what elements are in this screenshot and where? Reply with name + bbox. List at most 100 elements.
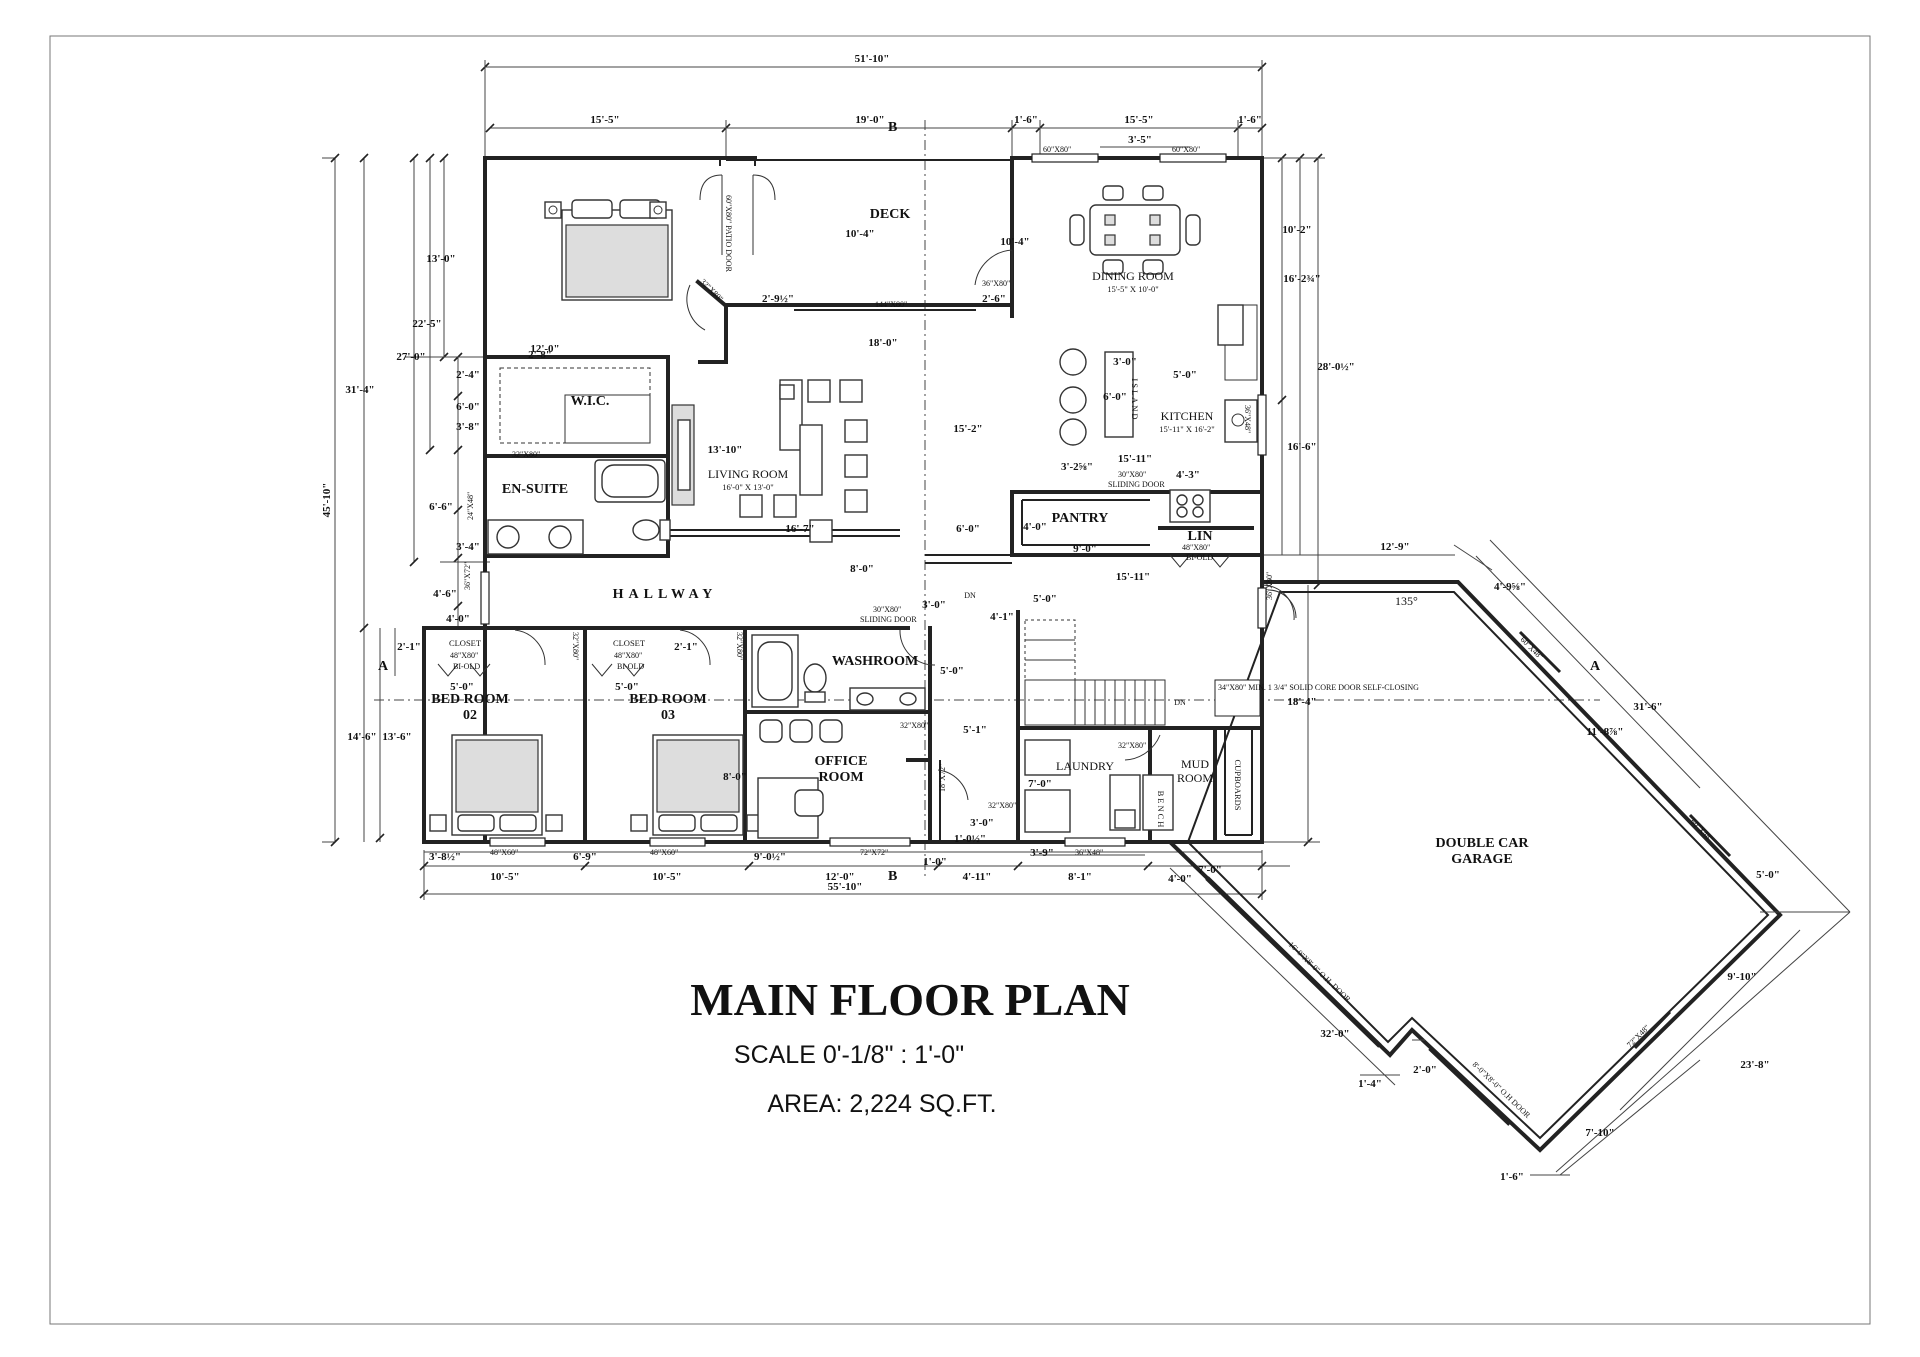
dining-room-label: DINING ROOM: [1092, 269, 1174, 283]
plan-area: AREA: 2,224 SQ.FT.: [767, 1090, 996, 1118]
closet-03-bifold-size: 48"X80": [614, 651, 642, 660]
dim-9-0-pantry: 9'-0": [1073, 543, 1097, 555]
window-dining-1: 60"X80": [1043, 145, 1071, 154]
laundry-door-label: 32"X80": [1118, 741, 1146, 750]
dim-right-18-4: 18'-4": [1287, 696, 1316, 708]
dim-5-0-closet-02: 5'-0": [450, 681, 474, 693]
dim-left-2-1-a: 2'-1": [397, 641, 421, 653]
dim-left-13-0: 13'-0": [426, 253, 455, 265]
dim-top-1-6-b: 1'-6": [1238, 114, 1262, 126]
deck-label: DECK: [870, 207, 911, 222]
hall-door-label: 36"X72": [463, 562, 472, 590]
closet-02-bifold-label: BI-OLD: [453, 662, 480, 671]
dim-top-19-0: 19'-0": [855, 114, 884, 126]
dimension-labels: 51'-10" 15'-5" 19'-0" 1'-6" 15'-5" 1'-6"…: [321, 53, 1780, 1183]
dim-b-6-9: 6'-9": [573, 851, 597, 863]
dim-right-16-6: 16'-6": [1287, 441, 1316, 453]
closet-02-bifold-size: 48"X80": [450, 651, 478, 660]
bench-label: BENCH: [1156, 791, 1166, 830]
dim-right-16-2: 16'-2¾": [1283, 273, 1321, 285]
sheet-border: [49, 35, 1871, 1325]
dim-2-8: 2'-8": [528, 349, 552, 361]
doors-windows: [437, 153, 1295, 847]
bed3-door-label: 32"X80": [735, 632, 744, 660]
dim-3-0-stair: 3'-0": [922, 599, 946, 611]
bedroom-03-label: BED ROOM: [629, 692, 706, 707]
angle-label: 135°: [1395, 594, 1418, 608]
dim-13-10: 13'-10": [708, 444, 743, 456]
dim-right-12-9: 12'-9": [1380, 541, 1409, 553]
dim-garage-11-8: 11'-8⅞": [1587, 726, 1624, 738]
mud-room-label: MUD: [1181, 757, 1209, 771]
dim-garage-32-0: 32'-0": [1320, 1028, 1349, 1040]
dim-2-1-b: 2'-1": [674, 641, 698, 653]
wc-window-label: 18"X72": [938, 764, 947, 792]
dim-5-0-kitchen: 5'-0": [1173, 369, 1197, 381]
bedroom-03-number: 03: [661, 708, 675, 723]
living-room-size: 16'-0" X 13'-0": [722, 482, 774, 492]
section-b-bottom: B: [888, 869, 897, 884]
garage-label-2: GARAGE: [1451, 852, 1512, 867]
title-block: MAIN FLOOR PLAN SCALE 0'-1/8" : 1'-0" AR…: [690, 974, 1130, 1118]
sliding-door-label: SLIDING DOOR: [1108, 480, 1165, 489]
kitchen-size: 15'-11" X 16'-2": [1159, 424, 1215, 434]
dim-left-3-4: 3'-4": [456, 541, 480, 553]
dim-8-0-hall: 8'-0": [850, 563, 874, 575]
washroom-sliding-size: 30"X80": [873, 605, 901, 614]
sliding-door-size: 30"X80": [1118, 470, 1146, 479]
island-label: ISLAND: [1130, 378, 1140, 421]
washroom-sliding-label: SLIDING DOOR: [860, 615, 917, 624]
dim-garage-1-4: 1'-4": [1358, 1078, 1382, 1090]
dim-3-0-laundry: 3'-0": [970, 817, 994, 829]
room-labels: DECK DINING ROOM 15'-5" X 10'-0" KITCHEN…: [431, 207, 1529, 867]
dim-b-9-0: 9'-0½": [754, 851, 786, 863]
dim-garage-4-9: 4'-9⅝": [1494, 581, 1526, 593]
walls: [422, 156, 1264, 844]
dim-left-45-10: 45'-10": [321, 483, 333, 518]
plan-scale: SCALE 0'-1/8" : 1'-0": [734, 1041, 964, 1069]
dim-b-12-0: 12'-0": [825, 871, 854, 883]
bed2-door-label: 32"X80": [571, 632, 580, 660]
garage-label: DOUBLE CAR: [1436, 836, 1530, 851]
dim-b-10-5-b: 10'-5": [652, 871, 681, 883]
dim-4-1: 4'-1": [990, 611, 1014, 623]
dim-1-0-laundry: 1'-0½": [954, 833, 986, 845]
dim-right-28-0: 28'-0½": [1317, 361, 1355, 373]
dim-left-4-0: 4'-0": [446, 613, 470, 625]
section-a-right: A: [1590, 659, 1601, 674]
dim-left-4-6: 4'-6": [433, 588, 457, 600]
dim-b-1-0: 1'-0": [923, 856, 947, 868]
dim-b-3-8: 3'-8½": [429, 851, 461, 863]
office-door-label: 32"X80": [900, 721, 928, 730]
dim-5-0-stair: 5'-0": [1033, 593, 1057, 605]
dim-b-3-9: 3'-9": [1030, 847, 1054, 859]
washroom-label: WASHROOM: [832, 654, 918, 669]
lin-bifold-label: BI-OLD: [1186, 553, 1213, 562]
wic-label: W.I.C.: [571, 394, 610, 409]
pantry-label: PANTRY: [1052, 511, 1109, 526]
section-a-left: A: [378, 659, 389, 674]
mud-room-label-2: ROOM: [1177, 771, 1213, 785]
bedroom-02-number: 02: [463, 708, 477, 723]
dim-left-31-4: 31'-4": [345, 384, 374, 396]
office-window-label: 72"X72": [860, 848, 888, 857]
dim-left-6-6: 6'-6": [429, 501, 453, 513]
closet-02-label: CLOSET: [449, 638, 482, 648]
dim-garage-23-8: 23'-8": [1740, 1059, 1769, 1071]
dim-garage-2-0: 2'-0": [1413, 1064, 1437, 1076]
ensuite-door-label: 32"X80": [512, 450, 540, 459]
dim-18-0: 18'-0": [868, 337, 897, 349]
dim-b-4-0: 4'-0": [1168, 873, 1192, 885]
dim-left-6-0: 6'-0": [456, 401, 480, 413]
plan-title: MAIN FLOOR PLAN: [690, 974, 1130, 1025]
closet-03-label: CLOSET: [613, 638, 646, 648]
dim-dining-10-4: 10'-4": [1000, 236, 1029, 248]
dim-left-27-0: 27'-0": [396, 351, 425, 363]
window-dining-2: 60"X80": [1172, 145, 1200, 154]
patio-door-label: 60"X80" PATIO DOOR: [724, 195, 733, 273]
dim-15-11-b: 15'-11": [1116, 571, 1150, 583]
wc-door-label: 32"X80": [988, 801, 1016, 810]
dining-door-label: 36"X80": [982, 279, 1010, 288]
dim-2-6: 2'-6": [982, 293, 1006, 305]
dim-left-14-6: 14'-6": [347, 731, 376, 743]
